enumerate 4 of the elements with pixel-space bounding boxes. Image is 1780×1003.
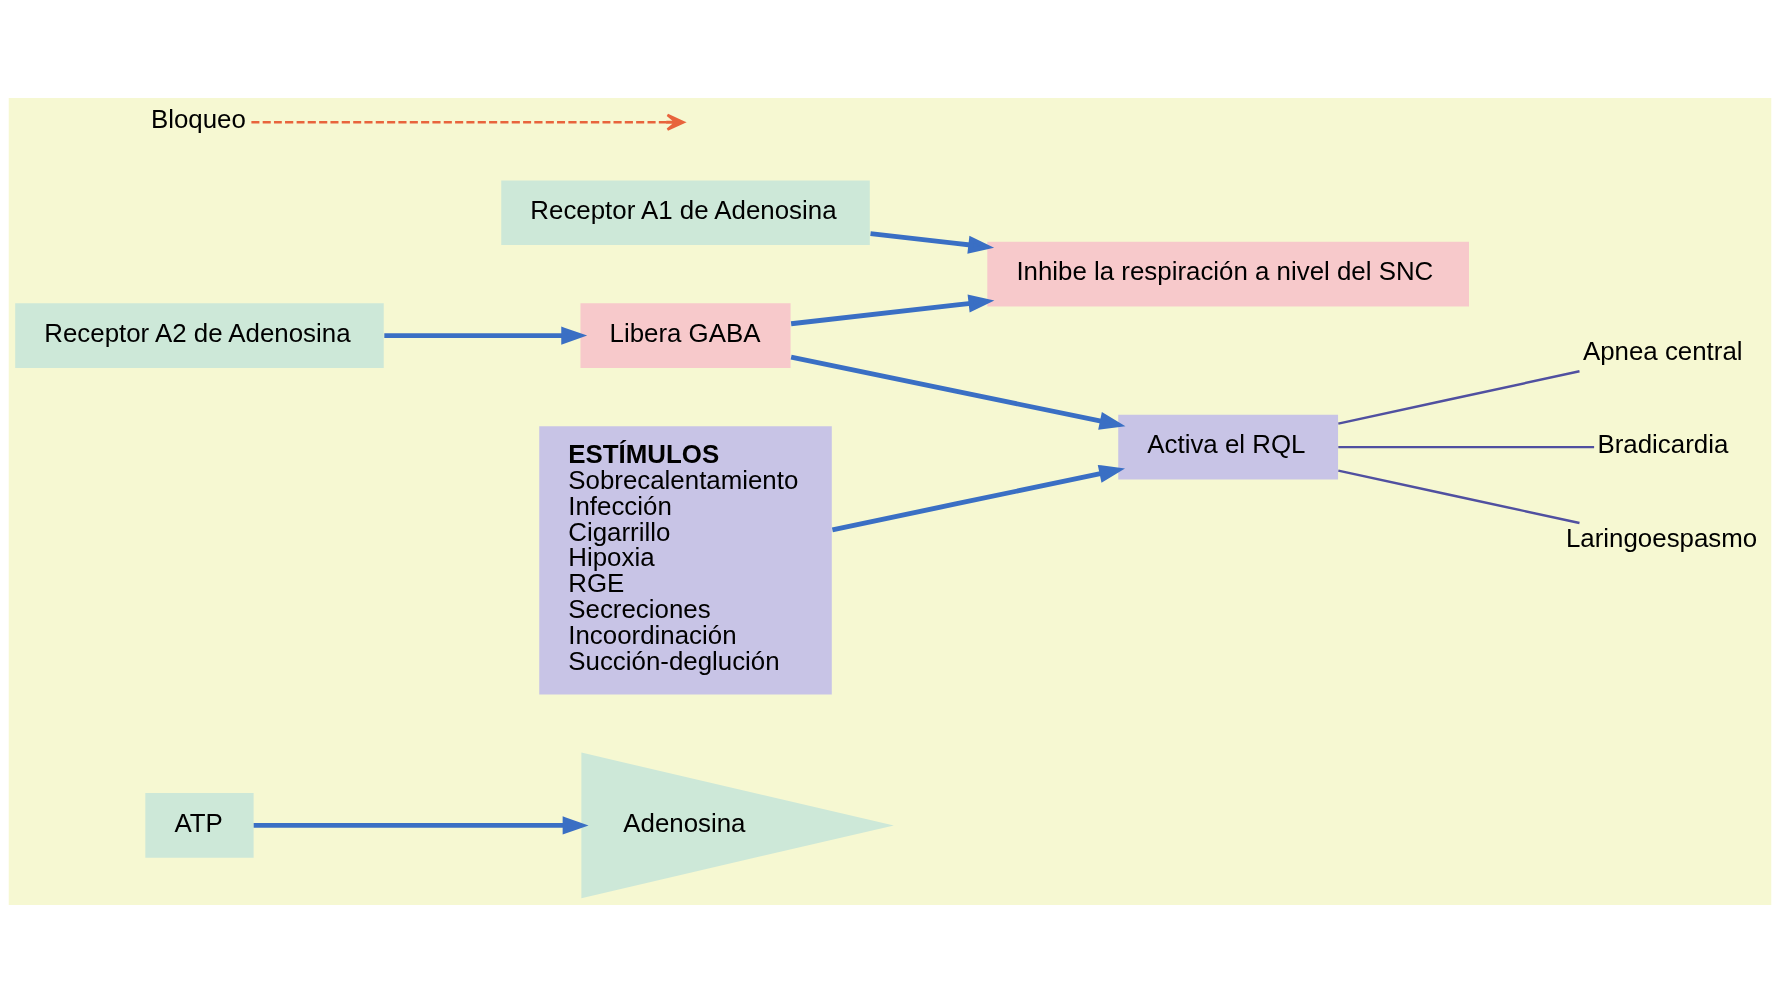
node-text: Apnea central — [1582, 336, 1743, 365]
node-text: Laringoespasmo — [1565, 524, 1758, 553]
node-text: Bloqueo — [150, 105, 246, 134]
node-text: Bradicardia — [1597, 430, 1729, 459]
